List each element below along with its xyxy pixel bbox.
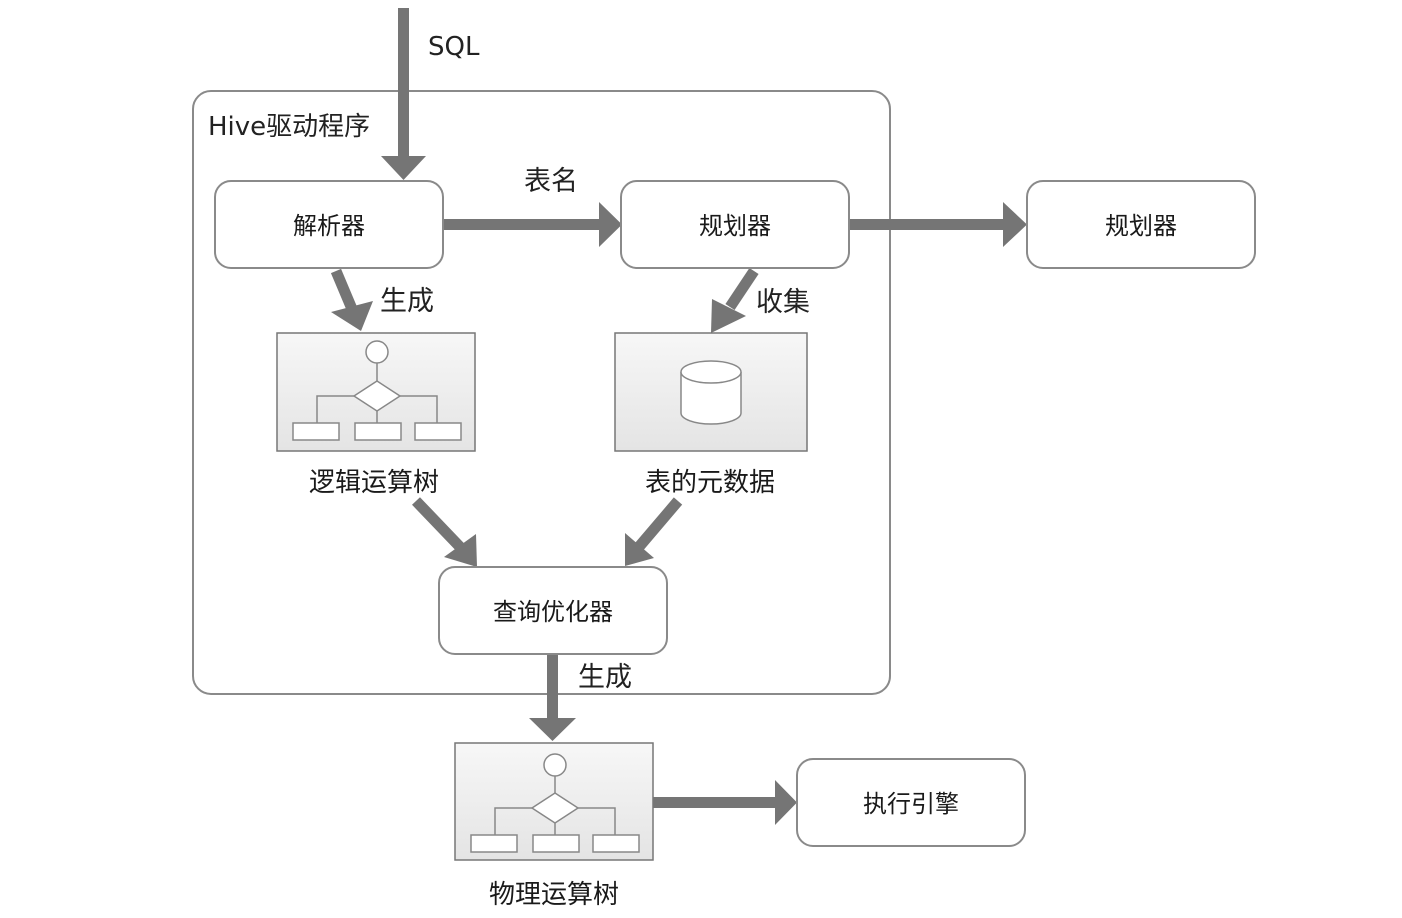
parser-to-planner-arrow (443, 202, 622, 247)
external-planner-node: 规划器 (1026, 180, 1256, 269)
external-planner-label: 规划器 (1105, 212, 1177, 240)
logical-to-optimizer-arrow-shaft (412, 497, 465, 552)
database-cylinder-icon (680, 360, 742, 425)
generate-physical-edge-label: 生成 (578, 662, 632, 693)
diagonal-arrows (330, 267, 759, 567)
optimizer-label: 查询优化器 (493, 598, 613, 626)
table-metadata-caption: 表的元数据 (645, 468, 775, 498)
sql-input-arrow (381, 8, 426, 180)
logical-tree-panel (276, 332, 476, 452)
planner-node: 规划器 (620, 180, 850, 269)
physical-tree-caption: 物理运算树 (489, 880, 619, 910)
physical-tree-panel (454, 742, 654, 861)
flowchart-tree-icon (292, 340, 462, 441)
generate-logical-edge-label: 生成 (380, 286, 434, 317)
parser-to-logical-arrow-head (331, 301, 373, 331)
arrows (381, 8, 1027, 825)
planner-to-metadata-arrow-shaft (725, 267, 759, 311)
parser-to-logical-arrow-shaft (330, 268, 358, 312)
collect-edge-label: 收集 (756, 287, 810, 318)
flowchart-tree-icon (470, 753, 640, 853)
table-name-edge-label: 表名 (524, 166, 578, 197)
logical-to-optimizer-arrow-head (444, 534, 477, 567)
sql-input-label: SQL (428, 32, 480, 62)
planner-to-external-arrow (849, 202, 1027, 247)
logical-tree-caption: 逻辑运算树 (309, 468, 439, 498)
parser-node: 解析器 (214, 180, 444, 269)
hive-driver-container (192, 90, 891, 695)
planner-label: 规划器 (699, 212, 771, 240)
metadata-to-optimizer-arrow-head (625, 533, 654, 566)
container-title: Hive驱动程序 (208, 112, 370, 142)
optimizer-to-physical-arrow (529, 655, 576, 741)
planner-to-metadata-arrow-head (711, 299, 746, 333)
parser-label: 解析器 (293, 212, 365, 240)
executor-node: 执行引擎 (796, 758, 1026, 847)
table-metadata-panel (614, 332, 808, 452)
physical-to-executor-arrow (653, 780, 797, 825)
metadata-to-optimizer-arrow-shaft (633, 497, 683, 552)
executor-label: 执行引擎 (863, 790, 959, 818)
optimizer-node: 查询优化器 (438, 566, 668, 655)
